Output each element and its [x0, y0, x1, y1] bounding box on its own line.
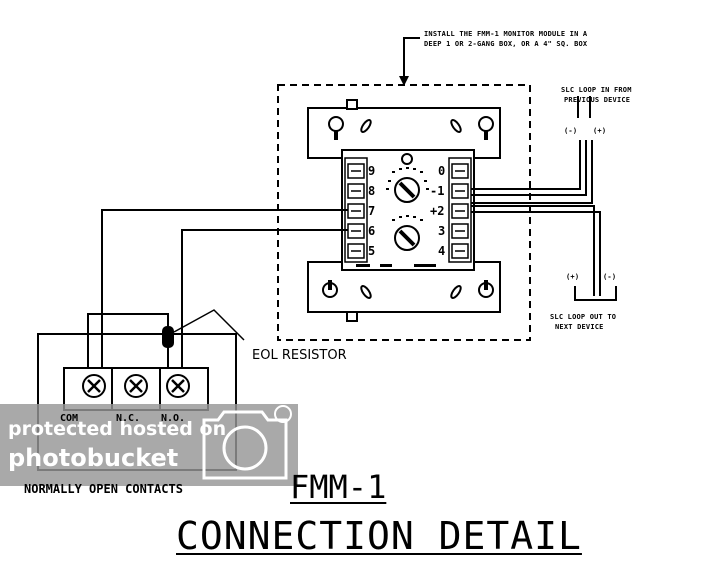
module-body — [341, 149, 475, 271]
slc-in-line-1: SLC LOOP IN FROM — [561, 86, 632, 94]
terminal-label-9: 9 — [368, 164, 376, 178]
contact-label-no: N.O. — [161, 413, 186, 424]
title-line-1: FMM-1 — [290, 468, 387, 506]
terminal-label-0: 0 — [438, 164, 446, 178]
contact-label-com: COM — [60, 413, 79, 424]
watermark-camera-icon — [0, 404, 298, 486]
contact-label-nc: N.C. — [116, 413, 141, 424]
eol-resistor — [162, 309, 245, 348]
terminal-label-neg1: -1 — [430, 184, 445, 198]
terminal-label-4: 4 — [438, 244, 446, 258]
install-note-line-2: DEEP 1 OR 2-GANG BOX, OR A 4" SQ. BOX — [424, 40, 588, 48]
terminal-label-8: 8 — [368, 184, 376, 198]
contact-terminal-block — [63, 367, 209, 411]
title-line-2: CONNECTION DETAIL — [176, 514, 582, 558]
normally-open-contacts-label: NORMALLY OPEN CONTACTS — [24, 482, 183, 496]
slc-out-line-2: NEXT DEVICE — [555, 323, 604, 331]
eol-resistor-label: EOL RESISTOR — [252, 348, 347, 363]
terminal-label-5: 5 — [368, 244, 376, 258]
slc-in-negative: (-) — [564, 127, 578, 135]
field-wiring — [87, 209, 348, 382]
install-note-leader — [399, 37, 420, 86]
terminal-label-7: 7 — [368, 204, 376, 218]
terminal-label-pos2: +2 — [430, 204, 445, 218]
terminal-label-6: 6 — [368, 224, 376, 238]
slc-out-line-1: SLC LOOP OUT TO — [550, 313, 617, 321]
slc-loop-wiring — [471, 96, 617, 301]
watermark-line-1: protected hosted on — [8, 418, 227, 440]
ones-rotary-switch — [394, 225, 420, 251]
install-note-line-1: INSTALL THE FMM-1 MONITOR MODULE IN A — [424, 30, 588, 38]
right-terminal-screws — [451, 163, 469, 259]
slc-out-negative: (-) — [603, 273, 617, 281]
slc-in-line-2: PREVIOUS DEVICE — [564, 96, 631, 104]
terminal-label-3: 3 — [438, 224, 446, 238]
tens-rotary-switch — [394, 177, 420, 203]
slc-out-positive: (+) — [566, 273, 580, 281]
watermark-line-2: photobucket — [8, 444, 179, 472]
slc-in-positive: (+) — [593, 127, 607, 135]
